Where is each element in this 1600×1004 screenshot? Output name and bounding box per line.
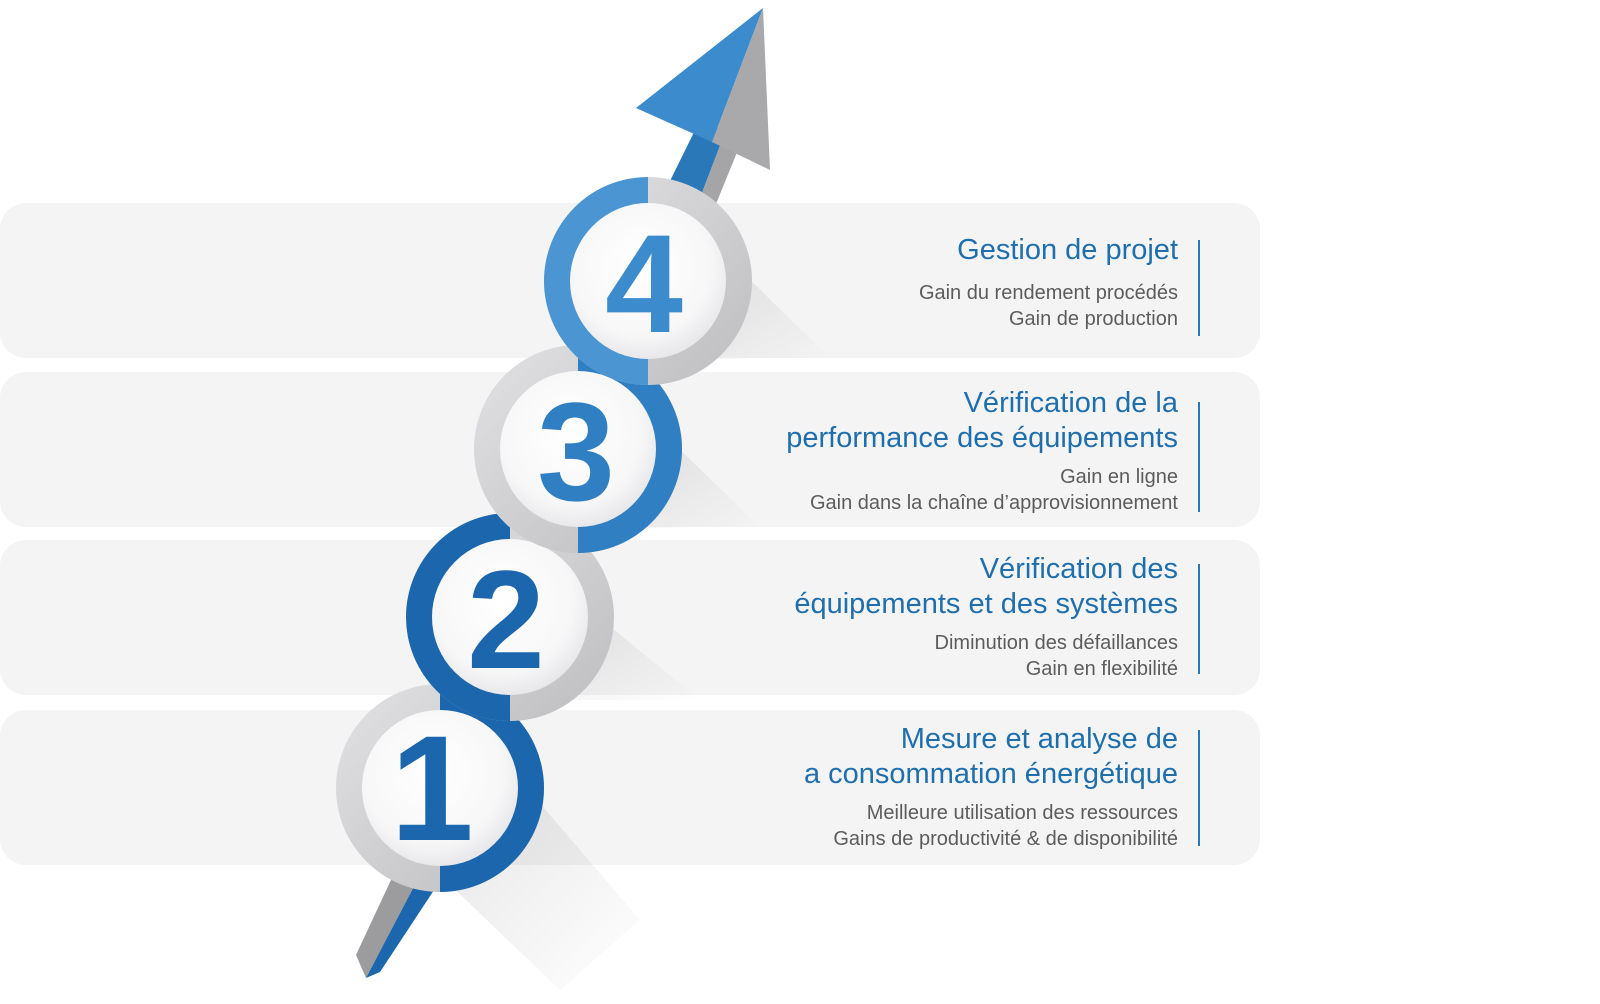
step-4-divider [1198,240,1200,336]
arrow-head-grey [712,8,770,170]
arrow-tail-blue [366,875,438,978]
step-1-number: 1 [390,704,473,872]
step-4-circle: 4 [544,177,752,385]
step-3-number: 3 [537,373,615,530]
step-1-divider [1198,730,1200,846]
step-1-circle: 1 [336,684,544,892]
step-3-divider [1198,402,1200,512]
arrow-tail [356,865,420,978]
step-2-number: 2 [467,541,545,698]
step-4-text: Gestion de projet Gain du rendement proc… [558,233,1178,332]
arrow-head-blue [636,8,763,142]
step-2-circle: 2 [406,513,614,721]
step-2-divider [1198,564,1200,674]
step-4-number: 4 [605,205,683,362]
step-3-circle: 3 [474,345,682,553]
step-4-title: Gestion de projet [957,234,1178,266]
